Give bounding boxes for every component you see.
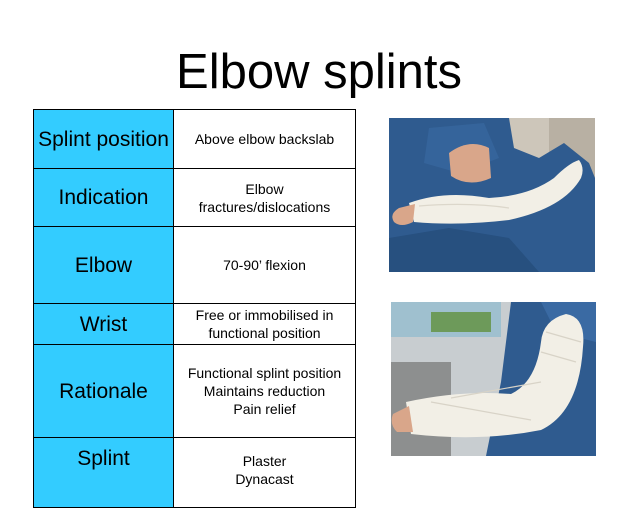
backslab-photo-top bbox=[389, 118, 595, 272]
row-label-splint-position: Splint position bbox=[33, 109, 174, 169]
row-label-rationale: Rationale bbox=[33, 344, 174, 438]
row-label-splint: Splint bbox=[33, 437, 174, 508]
backslab-photo-bottom bbox=[391, 302, 596, 456]
row-value-wrist: Free or immobilised in functional positi… bbox=[173, 303, 356, 345]
table-row: Splint position Above elbow backslab bbox=[33, 109, 356, 169]
row-label-elbow: Elbow bbox=[33, 226, 174, 304]
table-row: Wrist Free or immobilised in functional … bbox=[33, 303, 356, 345]
row-value-splint: Plaster Dynacast bbox=[173, 437, 356, 508]
backslab-photo-top-drawing bbox=[389, 118, 595, 272]
table-row: Rationale Functional splint position Mai… bbox=[33, 344, 356, 438]
table-row: Indication Elbow fractures/dislocations bbox=[33, 168, 356, 227]
table-row: Splint Plaster Dynacast bbox=[33, 437, 356, 508]
table-row: Elbow 70-90’ flexion bbox=[33, 226, 356, 304]
row-label-wrist: Wrist bbox=[33, 303, 174, 345]
row-value-rationale: Functional splint position Maintains red… bbox=[173, 344, 356, 438]
row-value-indication: Elbow fractures/dislocations bbox=[173, 168, 356, 227]
backslab-photo-bottom-drawing bbox=[391, 302, 596, 456]
row-label-indication: Indication bbox=[33, 168, 174, 227]
row-value-splint-position: Above elbow backslab bbox=[173, 109, 356, 169]
slide-title: Elbow splints bbox=[176, 45, 462, 99]
splint-info-table: Splint position Above elbow backslab Ind… bbox=[33, 109, 356, 508]
row-value-elbow: 70-90’ flexion bbox=[173, 226, 356, 304]
